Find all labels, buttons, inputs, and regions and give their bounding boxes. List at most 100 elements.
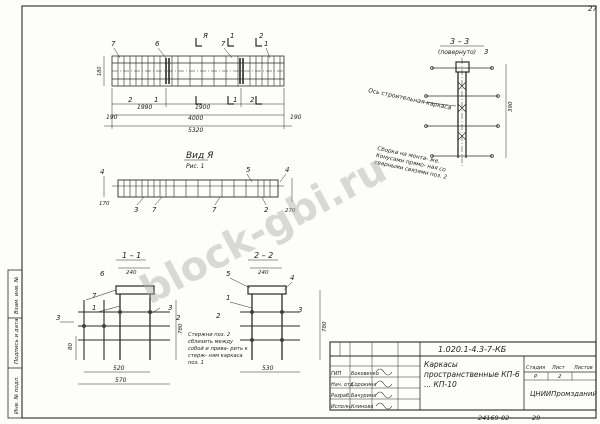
- section-2-2-pos-1: 1: [226, 294, 230, 302]
- section-2-2-top: [247, 285, 287, 295]
- section-3-3-bars: [426, 67, 498, 157]
- section-1-1-pos-6: 6: [100, 270, 105, 278]
- row-name-0: Боковенко: [351, 371, 379, 377]
- section-1-1-pos-3-left: 3: [56, 314, 60, 322]
- stamp-inv-no: Инв. № подл.: [14, 376, 20, 414]
- title-block-stage-header: Стадия: [526, 365, 545, 371]
- signature-1: [375, 380, 393, 388]
- elevation-pos-4-left: 4: [100, 168, 104, 176]
- section-2-2-title: 2 – 2: [254, 251, 273, 260]
- page-number: 27: [588, 5, 597, 13]
- plan-pos-1: 1: [264, 40, 268, 48]
- plan-crossbars: [117, 56, 281, 86]
- section-1-1-dim-80: 80: [68, 343, 74, 350]
- elevation-title: Вид Я: [186, 151, 213, 161]
- signature-3: [375, 402, 393, 410]
- elevation-pos-2: 2: [264, 206, 269, 214]
- watermark: block-gbi.ru: [133, 146, 394, 314]
- section-3-3-subtitle: (повернуто): [438, 49, 476, 56]
- row-name-1: Сорокина: [351, 382, 376, 388]
- title-block: 1.020.1-4.3-7-КБ Каркасы пространственны…: [329, 341, 597, 411]
- plan-dim-label-2b: 2: [250, 96, 255, 104]
- section-3-3-title: 3 – 3: [450, 37, 469, 46]
- elevation-dim-170: 170: [99, 201, 110, 207]
- rods-note-text: Стержни поз. 2 сблизить между собой и пр…: [188, 332, 248, 366]
- plan-dim-190-left: 190: [106, 114, 118, 121]
- stamp-replaced: Взам. инв. №: [14, 276, 20, 314]
- elevation-pos-7b: 7: [212, 206, 217, 214]
- row-role-1: Нач. отд.: [331, 382, 355, 388]
- section-2-2: 2 – 2 240 5 1 2 4 3 780 530: [216, 251, 328, 373]
- section-1-1-dim-570: 570: [115, 377, 127, 384]
- plan-view: Я 1 2 7 6 7 1 180 190 2 1 1990 1900 2 1 …: [97, 32, 302, 134]
- signature-2: [375, 391, 393, 399]
- plan-dim-h180: 180: [97, 66, 103, 76]
- plan-dimension-lines: [104, 88, 292, 129]
- section-3-3-tag: 3: [484, 48, 488, 56]
- section-1-1-dim-520: 520: [113, 365, 125, 372]
- section-1-1-pos-3: 3: [168, 304, 172, 312]
- section-1-1-pos-2: 2: [176, 314, 181, 322]
- elevation-pos-7: 7: [152, 206, 157, 214]
- section-2-2-dim-530: 530: [262, 365, 274, 372]
- plan-dim-label-1b: 1: [233, 96, 237, 104]
- elevation-dim-270: 270: [285, 208, 296, 214]
- plan-cut-2-label: 2: [259, 32, 264, 40]
- title-block-org: ЦНИИПромзданий: [530, 390, 597, 398]
- section-1-1-pos-1: 1: [92, 304, 96, 312]
- title-block-description: Каркасы пространственные КП-6 ... КП-10: [424, 360, 520, 389]
- sheet-border: [21, 5, 597, 419]
- plan-cut-a-label: Я: [202, 32, 208, 40]
- left-stamp: Инв. № подл. Подпись и дата Взам. инв. №: [7, 269, 23, 419]
- plan-pos-6: 6: [155, 40, 160, 48]
- title-block-sheet: 2: [558, 374, 562, 380]
- stamp-signature: Подпись и дата: [14, 318, 20, 364]
- bottom-code: 24169-02: [478, 414, 509, 422]
- plan-dim-label-2: 2: [128, 96, 133, 104]
- plan-dim-5320: 5320: [188, 127, 203, 134]
- elevation-subtitle: Рис. 1: [186, 163, 204, 170]
- row-role-3: Исполн.: [331, 404, 352, 410]
- title-block-code: 1.020.1-4.3-7-КБ: [438, 345, 507, 354]
- section-2-2-pos-2: 2: [216, 312, 221, 320]
- section-1-1-dim-780: 780: [178, 323, 184, 334]
- section-1-1-dim-240: 240: [126, 270, 137, 276]
- elevation-view: Вид Я Рис. 1 4 5 4 3 7 7 2 170 2: [99, 151, 296, 214]
- row-role-0: ГИП: [331, 371, 342, 377]
- elevation-pos-3: 3: [134, 206, 138, 214]
- plan-dim-1900: 1900: [195, 104, 210, 111]
- plan-dim-label-1: 1: [154, 96, 158, 104]
- plan-pos-7a: 7: [111, 40, 116, 48]
- elevation-verticals: [123, 180, 271, 197]
- section-1-1: 1 – 1 240 6 7 1 3 3 2 780 80 520 570: [56, 251, 184, 385]
- plan-cut-1-label: 1: [230, 32, 234, 40]
- elevation-pos-4-right: 4: [285, 166, 289, 174]
- plan-pos-7b: 7: [221, 40, 226, 48]
- title-block-stage: Р: [534, 374, 538, 380]
- bottom-page: 29: [532, 414, 540, 422]
- row-name-2: Бачурина: [351, 393, 376, 399]
- section-3-3-dim: 390: [508, 101, 514, 112]
- title-block-sheets-header: Листов: [573, 365, 593, 371]
- title-block-sheet-header: Лист: [551, 365, 566, 371]
- plan-connectors: [165, 58, 244, 84]
- section-2-2-dim-240: 240: [258, 270, 269, 276]
- section-2-2-pos-3: 3: [298, 306, 302, 314]
- section-1-1-title: 1 – 1: [122, 251, 141, 260]
- plan-dim-1990: 1990: [137, 104, 152, 111]
- elevation-pos-5: 5: [246, 166, 251, 174]
- row-name-3: Клинова: [351, 404, 373, 410]
- row-role-2: Разраб.: [331, 393, 351, 399]
- section-3-3-head: [455, 61, 470, 73]
- section-1-1-pos-7: 7: [92, 292, 97, 300]
- section-2-2-pos-5: 5: [226, 270, 231, 278]
- plan-dim-190: 190: [290, 114, 302, 121]
- signature-0: [375, 368, 393, 376]
- section-2-2-pos-4: 4: [290, 274, 294, 282]
- plan-dim-4000: 4000: [188, 115, 203, 122]
- section-3-3-axis-note: Ось строительная каркаса: [368, 87, 453, 112]
- rods-note: Стержни поз. 2 сблизить между собой и пр…: [188, 332, 248, 366]
- section-2-2-dim-780: 780: [322, 321, 328, 332]
